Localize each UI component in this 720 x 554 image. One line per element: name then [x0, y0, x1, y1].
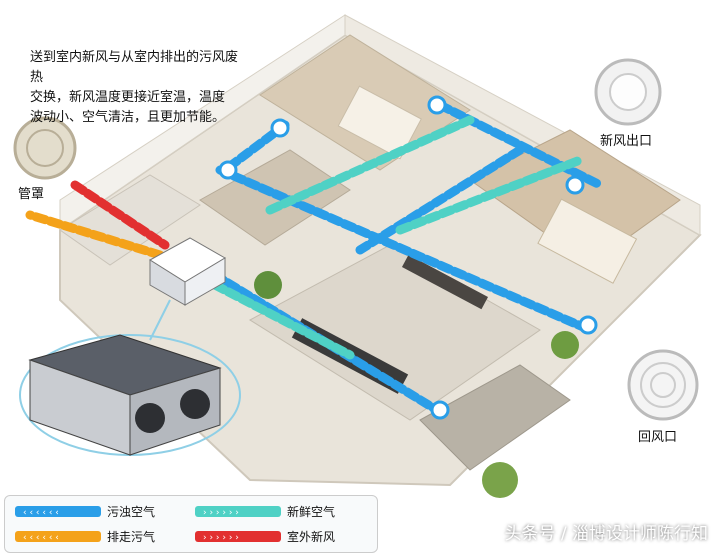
tv-stand	[401, 254, 489, 310]
legend-swatch-exhaust: ‹ ‹ ‹ ‹ ‹ ‹	[15, 531, 101, 543]
svg-text:› › › › › ›: › › › › › ›	[203, 533, 239, 543]
exhaust-duct	[25, 210, 165, 260]
legend-swatch-stale-air: ‹ ‹ ‹ ‹ ‹ ‹	[15, 506, 101, 518]
legend-swatch-outdoor-air: › › › › › ›	[195, 531, 281, 543]
legend-label: 新鲜空气	[287, 505, 336, 519]
duct-cover-label: 管罩	[18, 187, 45, 202]
bed-right	[537, 198, 638, 284]
legend-label: 污浊空气	[107, 505, 156, 519]
unit-port-icon	[180, 389, 210, 419]
vent-icon	[427, 95, 447, 115]
legend-item: ‹ ‹ ‹ ‹ ‹ ‹ 污浊空气	[15, 500, 185, 522]
duct-cover-icon	[13, 116, 77, 180]
legend: ‹ ‹ ‹ ‹ ‹ ‹ 污浊空气 › › › › › › 新鲜空气 ‹ ‹ ‹ …	[4, 495, 378, 553]
plant	[551, 331, 579, 359]
vent-icon	[565, 175, 585, 195]
balcony	[419, 364, 571, 471]
legend-label: 室外新风	[287, 530, 336, 544]
vent-icon	[430, 400, 450, 420]
svg-text:‹ ‹ ‹ ‹ ‹ ‹: ‹ ‹ ‹ ‹ ‹ ‹	[23, 533, 59, 543]
legend-item: ‹ ‹ ‹ ‹ ‹ ‹ 排走污气	[15, 525, 185, 547]
plant	[482, 462, 518, 498]
svg-text:› › › › › ›: › › › › › ›	[203, 508, 239, 518]
legend-item: › › › › › › 室外新风	[195, 525, 365, 547]
ventilation-unit-front	[184, 257, 226, 306]
legend-label: 排走污气	[107, 530, 156, 544]
return-air-inlet-icon	[627, 349, 699, 421]
vent-icon	[218, 160, 238, 180]
return-air-inlet-label: 回风口	[638, 430, 678, 445]
callout-leader	[149, 299, 171, 341]
vent-icon	[578, 315, 598, 335]
living-room	[249, 244, 541, 421]
legend-swatch-fresh-air: › › › › › ›	[195, 506, 281, 518]
svg-text:‹ ‹ ‹ ‹ ‹ ‹: ‹ ‹ ‹ ‹ ‹ ‹	[23, 508, 59, 518]
fresh-air-duct	[210, 115, 585, 360]
outdoor-air-duct	[70, 180, 170, 250]
legend-item: › › › › › › 新鲜空气	[195, 500, 365, 522]
plant	[254, 271, 282, 299]
fresh-air-outlet-label: 新风出口	[600, 134, 653, 149]
description-text: 送到室内新风与从室内排出的污风废热 交换，新风温度更接近室温，温度 波动小、空气…	[30, 50, 239, 125]
watermark: 头条号 / 淄博设计师陈行知	[504, 524, 708, 544]
vent-icon	[270, 118, 290, 138]
bed-top	[337, 85, 422, 160]
unit-port-icon	[135, 403, 165, 433]
